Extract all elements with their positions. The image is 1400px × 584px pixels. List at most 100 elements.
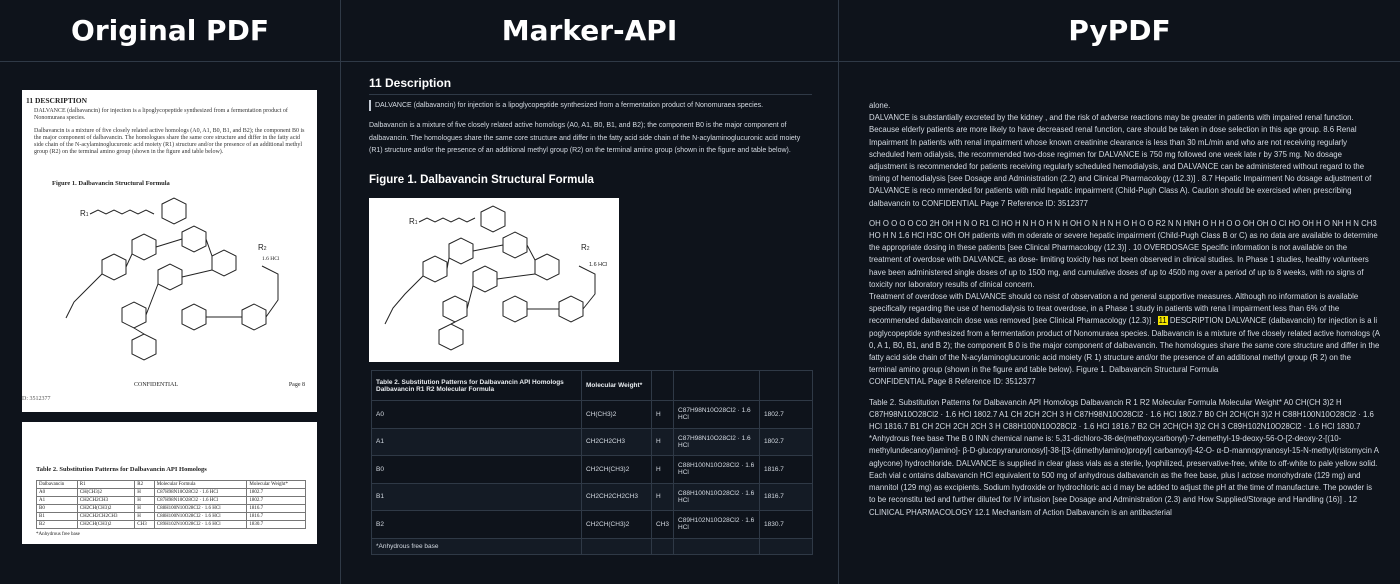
table-cell: B0 [371,455,582,484]
pdf-confidential: CONFIDENTIAL [134,382,178,388]
pdf-substitution-table: Dalbavancin R1 R2 Molecular Formula Mole… [36,480,306,529]
column-header-pypdf: PyPDF [839,0,1400,62]
table-cell: C87H98N10O28Cl2 · 1.6 HCl [673,400,761,429]
table-cell: 1816.7 [759,455,813,484]
table-cell: CH2CH2CH3 [581,427,652,456]
table-cell: 1816.7 [246,512,306,521]
pdf-para-1: DALVANCE (dalbavancin) for injection is … [34,108,288,121]
table-header-row: Table 2. Substitution Patterns for Dalba… [371,370,813,401]
table-cell: A1 [371,427,582,456]
pdf-para-2: Dalbavancin is a mixture of five closely… [34,128,305,155]
marker-para-1: DALVANCE (dalbavancin) for injection is … [369,100,763,111]
table-cell: 1816.7 [246,504,306,513]
table-cell: CH2CH(CH3)2 [76,504,136,513]
table-cell: CH2CH(CH3)2 [76,520,136,529]
table-cell: CH(CH3)2 [581,400,652,429]
pdf-figure-title: Figure 1. Dalbavancin Structural Formula [52,180,170,187]
table-cell: A1 [36,496,78,505]
table-cell: CH2CH2CH2CH3 [76,512,136,521]
table-cell: H [134,504,155,513]
pdf-page-9: Table 2. Substitution Patterns for Dalba… [22,422,317,544]
table-cell: CH2CH(CH3)2 [581,455,652,484]
search-highlight: 11 [1157,316,1168,326]
table-header [650,370,675,401]
marker-section-heading: 11 Description [369,76,452,90]
marker-api-panel[interactable]: 11 Description DALVANCE (dalbavancin) fo… [341,62,838,584]
table-cell: H [650,427,675,456]
table-cell: H [134,488,155,497]
table-cell [759,537,813,555]
table-row: B0 CH2CH(CH3)2 H C88H100N10O28Cl2 · 1.6 … [36,504,306,513]
pdf-structure-diagram: R1 [65,197,279,361]
table-cell: CH2CH2CH2CH3 [581,482,652,511]
table-row: B1 CH2CH2CH2CH3 H C88H100N10O28Cl2 · 1.6… [371,482,813,511]
table-cell [581,537,652,555]
svg-text:R1: R1 [409,217,418,226]
original-pdf-column: Original PDF 11 DESCRIPTION DALVANCE (da… [0,0,340,584]
table-cell: A0 [371,400,582,429]
table-cell: 1802.7 [246,496,306,505]
table-cell: CH2CH(CH3)2 [581,510,652,539]
marker-substitution-table: Table 2. Substitution Patterns for Dalba… [371,370,813,555]
marker-figure-heading: Figure 1. Dalbavancin Structural Formula [369,174,594,186]
raw-text-block: Table 2. Substitution Patterns for Dalba… [869,397,1379,517]
pdf-salt-label: 1.6 HCl [262,256,280,262]
table-cell: C88H100N10O28Cl2 · 1.6 HCl [153,512,248,521]
pdf-section-title: 11 DESCRIPTION [26,96,88,105]
table-cell: B2 [36,520,78,529]
table-cell: CH3 [650,510,675,539]
table-cell: B1 [371,482,582,511]
marker-salt-label: 1.6 HCl [589,262,608,268]
table-cell: H [134,512,155,521]
svg-text:R2: R2 [581,243,590,252]
original-pdf-panel[interactable]: 11 DESCRIPTION DALVANCE (dalbavancin) fo… [0,62,340,584]
pypdf-raw-text: alone. DALVANCE is substantially excrete… [869,100,1380,527]
table-header: Molecular Formula [153,480,248,489]
table-cell: CH2CH2CH3 [76,496,136,505]
table-cell: 1816.7 [759,482,813,511]
table-header: R2 [134,480,155,489]
table-header: Dalbavancin [36,480,78,489]
table-cell: H [134,496,155,505]
table-header: R1 [76,480,136,489]
table-cell: CH3 [134,520,155,529]
table-cell: H [650,455,675,484]
marker-structure-diagram: R1 [384,205,596,351]
table-cell: C88H100N10O28Cl2 · 1.6 HCl [673,482,761,511]
table-row: B1 CH2CH2CH2CH3 H C88H100N10O28Cl2 · 1.6… [36,512,306,521]
table-cell: B2 [371,510,582,539]
table-cell: 1830.7 [759,510,813,539]
raw-text-block: alone. DALVANCE is substantially excrete… [869,101,1372,208]
table-row: A0 CH(CH3)2 H C87H98N10O28Cl2 · 1.6 HCl … [371,400,813,429]
table-cell: C89H102N10O28Cl2 · 1.6 HCl [153,520,248,529]
table-cell [650,537,675,555]
table-row: B0 CH2CH(CH3)2 H C88H100N10O28Cl2 · 1.6 … [371,455,813,484]
table-row: A1 CH2CH2CH3 H C87H98N10O28Cl2 · 1.6 HCl… [371,427,813,456]
table-cell: B1 [36,512,78,521]
pypdf-column: PyPDF alone. DALVANCE is substantially e… [838,0,1400,584]
table-cell: A0 [36,488,78,497]
table-cell: 1802.7 [246,488,306,497]
pdf-table-footnote: *Anhydrous free base [36,532,80,537]
table-row: *Anhydrous free base [371,537,813,555]
raw-text-span: DESCRIPTION DALVANCE (dalbavancin) for i… [869,316,1380,387]
pypdf-panel[interactable]: alone. DALVANCE is substantially excrete… [839,62,1400,584]
table-cell: 1802.7 [759,400,813,429]
table-cell: C89H102N10O28Cl2 · 1.6 HCl [673,510,761,539]
raw-text-span: OH O O O O CO 2H OH H N O R1 Cl HO H N H… [869,218,1378,326]
table-header-row: Dalbavancin R1 R2 Molecular Formula Mole… [36,480,306,489]
table-cell: C87H98N10O28Cl2 · 1.6 HCl [153,496,248,505]
heading-divider [369,94,812,95]
column-header-original-pdf: Original PDF [0,0,340,62]
raw-text-block: OH O O O O CO 2H OH H N O R1 Cl HO H N H… [869,218,1380,389]
table-cell: CH(CH3)2 [76,488,136,497]
table-cell [673,537,761,555]
table-cell: B0 [36,504,78,513]
table-row: A1 CH2CH2CH3 H C87H98N10O28Cl2 · 1.6 HCl… [36,496,306,505]
table-cell: H [650,400,675,429]
table-cell: C88H100N10O28Cl2 · 1.6 HCl [673,455,761,484]
table-cell: C88H100N10O28Cl2 · 1.6 HCl [153,504,248,513]
table-header [759,370,813,401]
marker-api-column: Marker-API 11 Description DALVANCE (dalb… [340,0,838,584]
